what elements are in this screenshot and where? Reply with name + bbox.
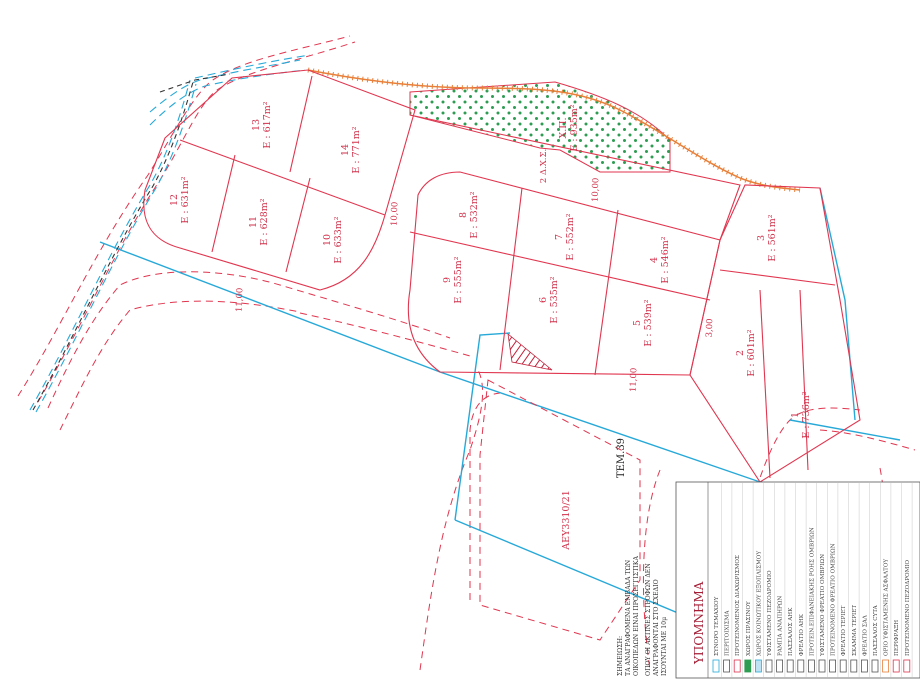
legend-item-label: ΠΡΟΤΕΙΝ.ΕΠΙΦΑΝΕΙΑΚΗΣ ΡΟΗΣ ΟΜΒΡΙΩΝ [809,527,815,656]
legend-symbol [755,659,762,673]
plan-notes: ΣΗΜΕΙΩΣΗ: ΤΑ ΑΝΑΓΡΑΦΟΜΕΝΑ ΕΜΒΑΔΑ ΤΩΝ ΟΙΚ… [617,556,668,677]
legend-symbol [765,659,773,673]
note-line: ΟΙΚΟΠΕΔΩΝ ΕΙΝΑΙ ΠΡΟΣΕΓΓΙΣΤΙΚΑ [633,556,640,676]
plot-area: E : 617m² [262,101,273,148]
legend: ΥΠΟΜΝΗΜΑ ΣΥΝΟΡΟ ΤΕΜΑΧΙΟΥ ΠΕΡΙΤΟΙΧΙΣΜΑ ΠΡΟΤ… [675,481,920,679]
legend-symbol [744,659,752,673]
plot-number: 3 [756,235,767,241]
legend-item-label: ΠΑΣΣΑΛΟΣ CYTA [873,604,879,656]
legend-item-label: ΠΕΡΙΦΡΑΞΗ [894,620,900,656]
plot-area: E : 633m² [333,216,344,263]
legend-symbol [892,659,900,673]
road-width: 3,00 [705,318,716,337]
plot-number: 5 [632,320,643,326]
road-width-labels: 10,00 10,00 11,00 11,00 3,00 [235,178,716,393]
green-area-name: Χ.Π. [558,117,569,138]
plot-area: E : 555m² [453,256,464,303]
legend-item-label: ΟΡΙΟ ΥΦΙΣΤΑΜΕΝΗΣ ΑΣΦΑΛΤΟΥ [884,559,890,656]
green-area-size: E : 935m² [569,104,580,151]
legend-item-label: ΠΡΟΤΕΙΝΟΜΕΝΟ ΠΕΖΟΔΡΟΜΙΟ [905,559,911,656]
legend-symbol [903,659,911,673]
legend-symbol [797,659,805,673]
plot-number: 8 [458,212,469,218]
plot-area: E : 532m² [469,191,480,238]
legend-symbol [712,659,720,673]
legend-item-label: ΦΡΕΑΤΙΟ ΑΗΚ [799,613,805,656]
legend-symbol [882,659,889,673]
legend-title: ΥΠΟΜΝΗΜΑ [692,581,706,665]
corridor-label: 2 Δ.Χ.Σ. [539,149,549,183]
plot-labels: 1 E : 736m² 2 E : 601m² 3 E : 561m² 4 E … [169,101,812,438]
legend-item-label: ΧΩΡΟΣ ΚΟΙΝΩΤΙΚΟΥ ΕΞΟΠΛΙΣΜΟΥ [756,551,762,656]
perimeter-fence [307,69,801,191]
plot-area: E : 561m² [767,214,778,261]
road-width: 10,00 [591,178,602,203]
road-width: 11,00 [235,288,246,313]
note-line: ΟΠΟΥ ΟΙ ΑΚΤΙΝΕΣ ΣΤΡΟΦΩΝ ΔΕΝ [645,563,652,676]
legend-symbol [776,659,783,673]
legend-item-label: ΣΚΑΜΜΑ ΤΕΡΙΕΤ [852,605,858,656]
legend-symbol [733,659,741,673]
plot-number: 9 [442,277,453,283]
note-line: ΑΝΑΓΡΑΦΟΝΤΑΙ ΣΤΟ ΣΧΕΔΙΟ [653,579,660,677]
legend-items: ΣΥΝΟΡΟ ΤΕΜΑΧΙΟΥ ΠΕΡΙΤΟΙΧΙΣΜΑ ΠΡΟΤΕΙΝΟΜΕΝΟΣ… [712,482,913,678]
legend-symbol [839,659,847,673]
legend-symbol [829,659,836,673]
road-width: 11,00 [629,368,640,393]
plot-area: E : 552m² [565,213,576,260]
plot-number: 10 [322,234,333,246]
plot-area: E : 736m² [801,391,812,438]
plot-area: E : 631m² [180,176,191,223]
parcel-code: ΑΕΥ3310/21 [561,490,572,551]
parcel-outline [479,379,641,641]
legend-item-label: ΣΥΝΟΡΟ ΤΕΜΑΧΙΟΥ [714,596,720,656]
plot-number: 11 [248,216,259,228]
plot-area: E : 546m² [660,236,671,283]
plot-number: 14 [340,144,351,156]
legend-item-label: ΠΑΣΣΑΛΟΣ ΑΗΚ [788,607,794,656]
parcel-tem: ΤΕΜ.39 [616,438,627,478]
legend-item-label: ΥΦΙΣΤΑΜΕΝΟ ΠΕΖΟΔΡΟΜΙΟ [767,570,773,657]
plot-number: 12 [169,194,180,206]
legend-item-label: ΥΦΙΣΤΑΜΕΝΟ ΦΡΕΑΤΙΟ ΟΜΒΡΙΩΝ [820,554,826,657]
legend-item-label: ΧΩΡΟΣ ΠΡΑΣΙΝΟΥ [746,601,752,656]
road-width: 10,00 [390,202,401,227]
legend-symbol [871,659,879,673]
legend-symbol [861,659,868,673]
note-line: ΤΑ ΑΝΑΓΡΑΦΟΜΕΝΑ ΕΜΒΑΔΑ ΤΩΝ [625,559,632,676]
legend-item-label: ΦΡΕΑΤΙΟ ΤΕΡΙΕΤ [841,605,847,656]
plot-number: 6 [538,297,549,303]
plot-area: E : 771m² [351,126,362,173]
proposed-sidewalk-hatch [507,333,553,371]
plot-number: 13 [251,119,262,131]
note-heading: ΣΗΜΕΙΩΣΗ: [617,636,624,676]
plot-number: 7 [554,234,565,240]
plot-area: E : 601m² [746,329,757,376]
legend-item-label: ΦΡΕΑΤΙΟ ΣΑΛ [862,614,868,656]
legend-item-label: ΠΡΟΤΕΙΝΟΜΕΝΟΣ ΔΙΑΧΩΡΙΣΜΟΣ [735,555,741,656]
legend-item-label: ΠΕΡΙΤΟΙΧΙΣΜΑ [725,610,731,656]
plot-number: 4 [649,257,660,263]
plot-area: E : 628m² [259,198,270,245]
legend-symbol [850,659,858,673]
legend-symbol [818,659,826,673]
legend-symbol [723,659,730,673]
legend-symbol [786,659,794,673]
legend-item-label: ΠΡΟΤΕΙΝΟΜΕΝΟ ΦΡΕΑΤΙΟ ΟΜΒΡΙΩΝ [831,543,837,656]
plot-area: E : 535m² [549,276,560,323]
plot-outlines [143,69,861,483]
legend-symbol [808,659,815,673]
plot-area: E : 539m² [643,299,654,346]
plot-number: 2 [735,350,746,356]
legend-item-label: ΡΑΜΠΑ ΑΝΑΠΗΡΩΝ [778,596,784,656]
note-line: ΙΣΟΥΝΤΑΙ ΜΕ 10μ [661,617,668,676]
plot-number: 1 [790,412,801,418]
